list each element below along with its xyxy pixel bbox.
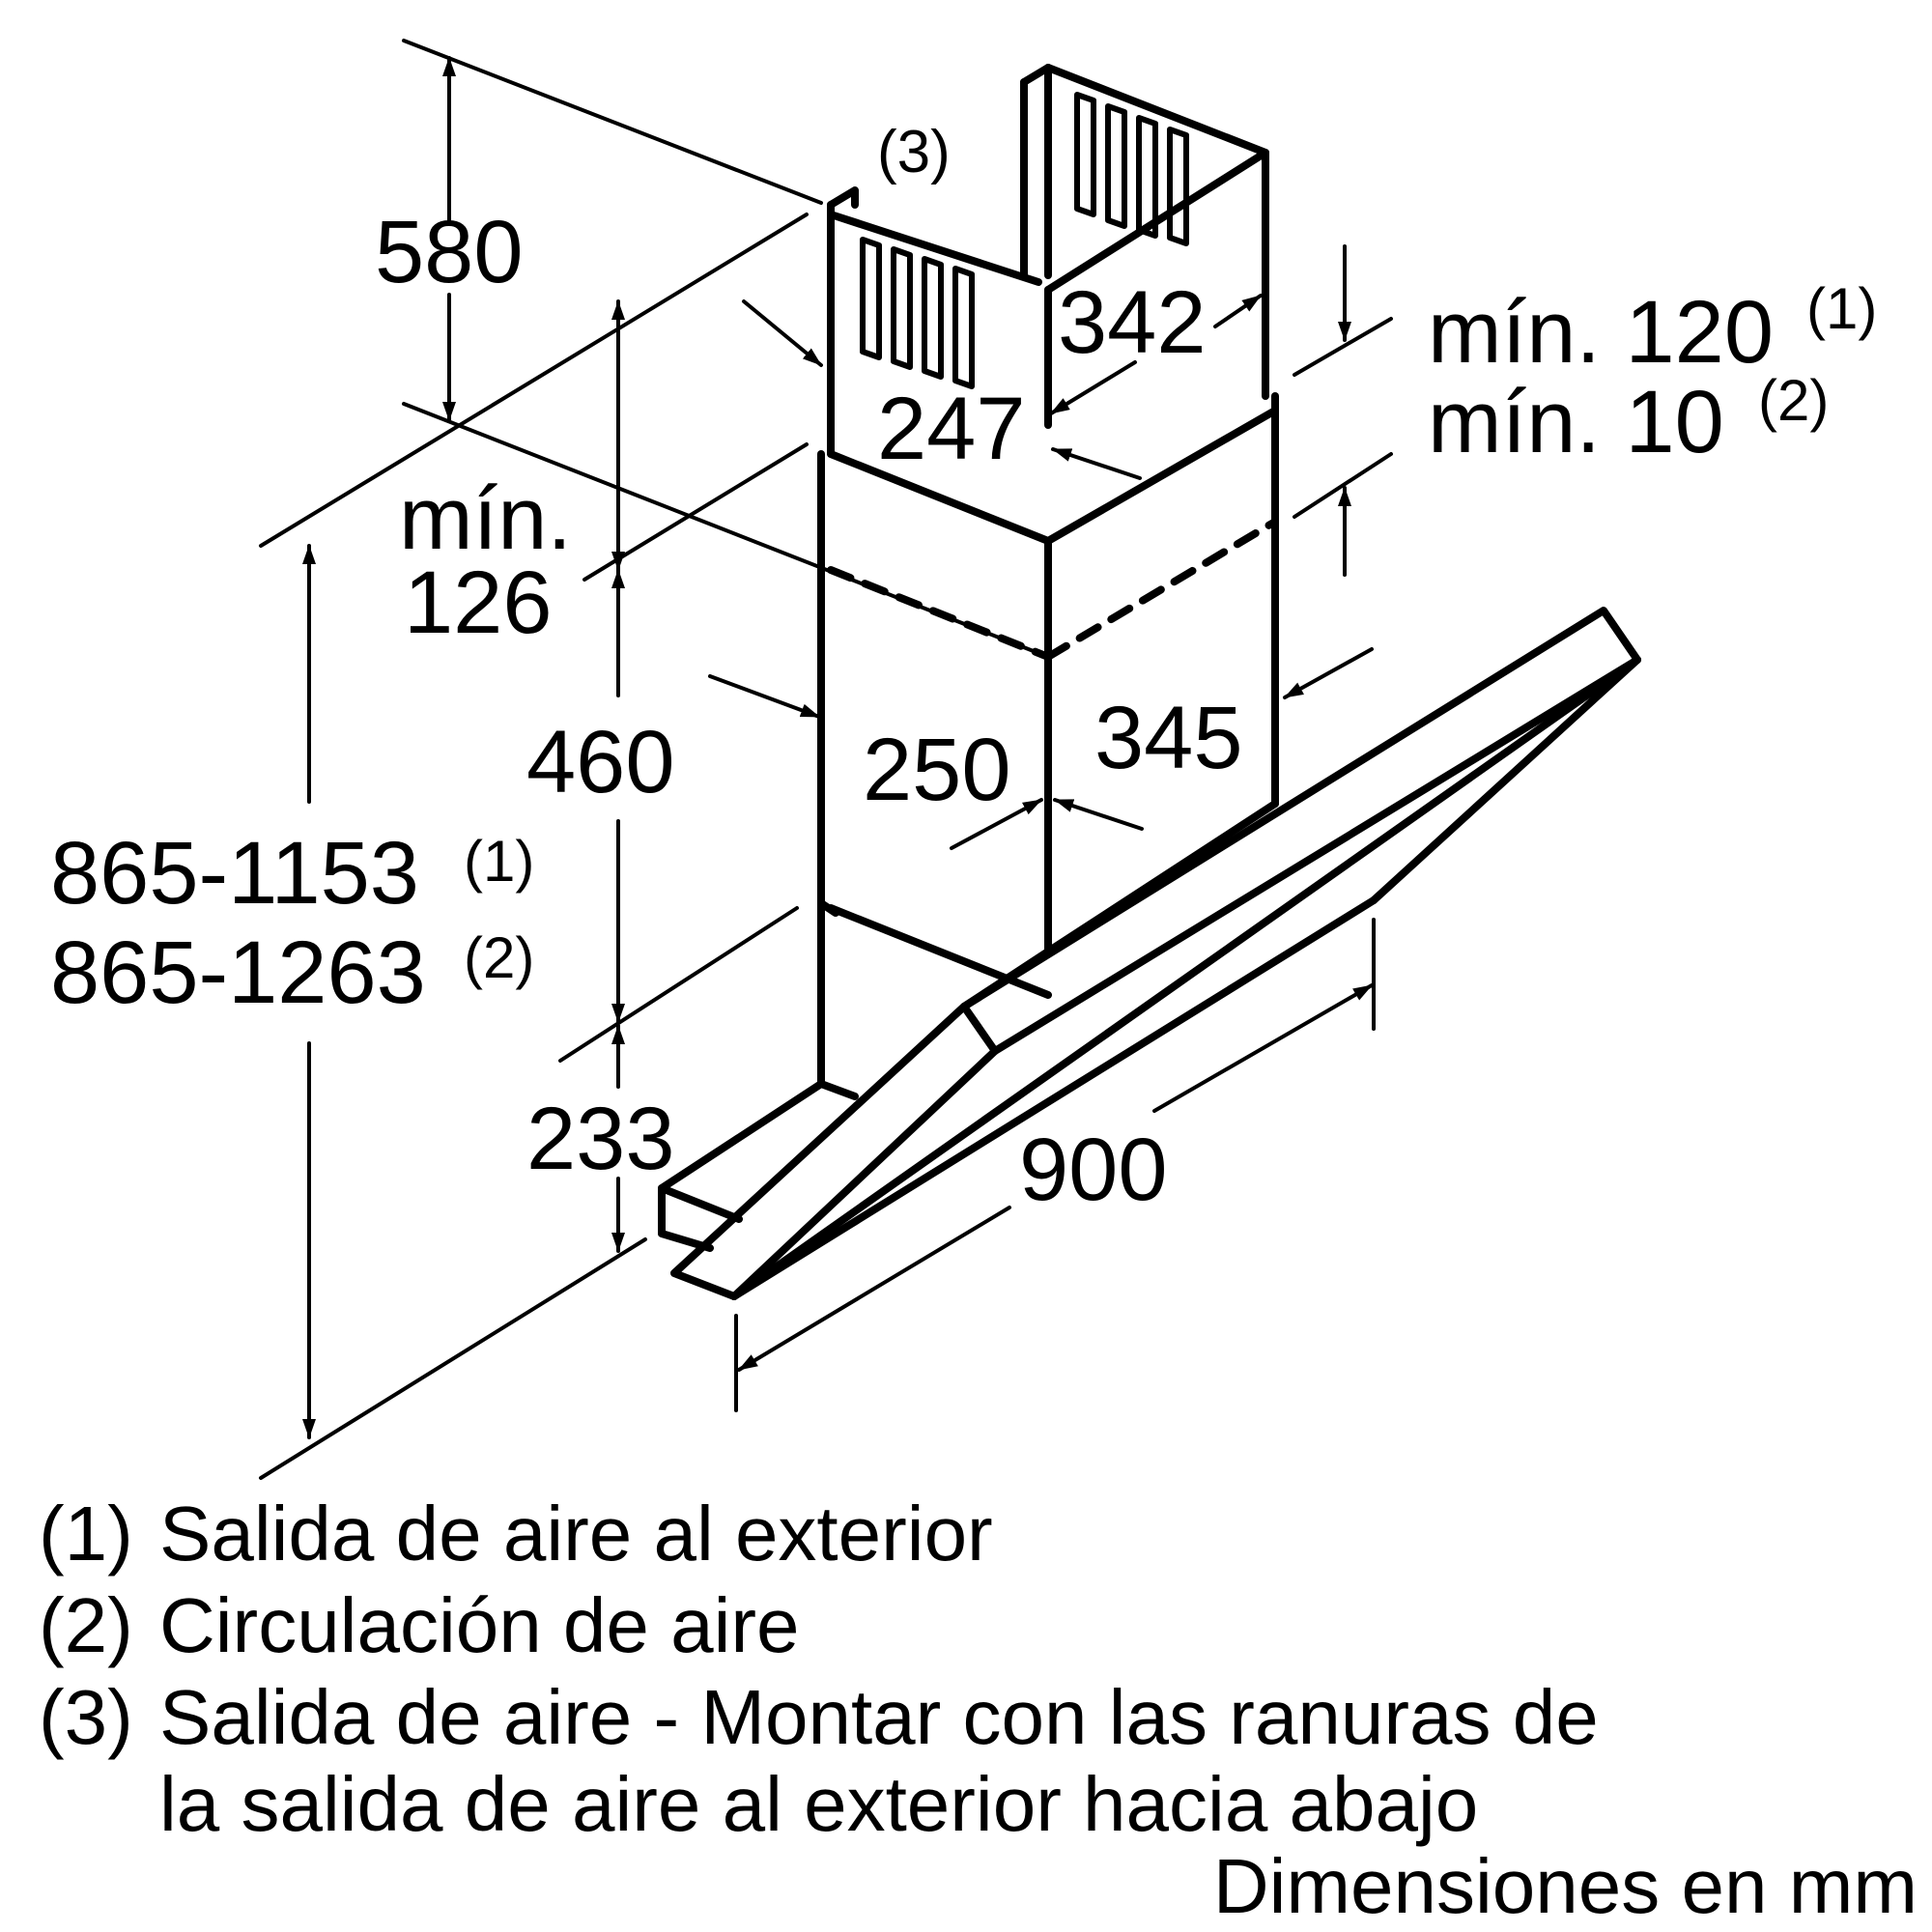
ref-min-10: (2) bbox=[1758, 368, 1829, 433]
dimension-arrows bbox=[302, 56, 1374, 1439]
vent-slots-right bbox=[1074, 92, 1189, 246]
dim-total-height-1: 865-1153 bbox=[50, 824, 419, 923]
dim-460: 460 bbox=[526, 713, 675, 811]
vent-slots-left bbox=[860, 237, 975, 389]
dim-900: 900 bbox=[1019, 1121, 1168, 1219]
legend-2-number: (2) bbox=[39, 1582, 133, 1668]
legend-1-text: Salida de aire al exterior bbox=[159, 1491, 993, 1577]
canopy bbox=[658, 607, 1641, 1300]
dim-345: 345 bbox=[1094, 689, 1243, 787]
dim-min-120: mín. 120 bbox=[1428, 283, 1774, 382]
dim-580: 580 bbox=[375, 203, 524, 301]
legend-2-text: Circulación de aire bbox=[159, 1582, 800, 1668]
dimension-labels: 580 (3) 342 247 mín. 120 (1) mín. 10 (2)… bbox=[50, 119, 1877, 1219]
legend-3-number: (3) bbox=[39, 1674, 133, 1760]
extension-lines bbox=[259, 39, 1393, 1480]
hood-outline bbox=[658, 64, 1641, 1300]
legend: (1) Salida de aire al exterior (2) Circu… bbox=[39, 1491, 1918, 1929]
dim-247: 247 bbox=[877, 380, 1026, 478]
ref-outlet-3: (3) bbox=[877, 119, 951, 185]
dim-total-height-2: 865-1263 bbox=[50, 923, 426, 1022]
dim-250: 250 bbox=[863, 721, 1011, 819]
ref-total-height-2: (2) bbox=[464, 925, 534, 990]
dim-min-126-label: mín. bbox=[399, 469, 572, 568]
legend-3-text-line2: la salida de aire al exterior hacia abaj… bbox=[159, 1761, 1478, 1847]
ref-min-120: (1) bbox=[1806, 276, 1877, 341]
legend-1-number: (1) bbox=[39, 1491, 133, 1577]
ref-total-height-1: (1) bbox=[464, 829, 534, 894]
dim-233: 233 bbox=[526, 1090, 675, 1188]
lower-chimney bbox=[817, 392, 1279, 999]
units-note: Dimensiones en mm bbox=[1213, 1843, 1918, 1929]
dim-342: 342 bbox=[1058, 273, 1207, 372]
legend-3-text-line1: Salida de aire - Montar con las ranuras … bbox=[159, 1674, 1599, 1760]
dim-min-10: mín. 10 bbox=[1428, 373, 1724, 471]
dim-min-126-value: 126 bbox=[404, 554, 553, 652]
